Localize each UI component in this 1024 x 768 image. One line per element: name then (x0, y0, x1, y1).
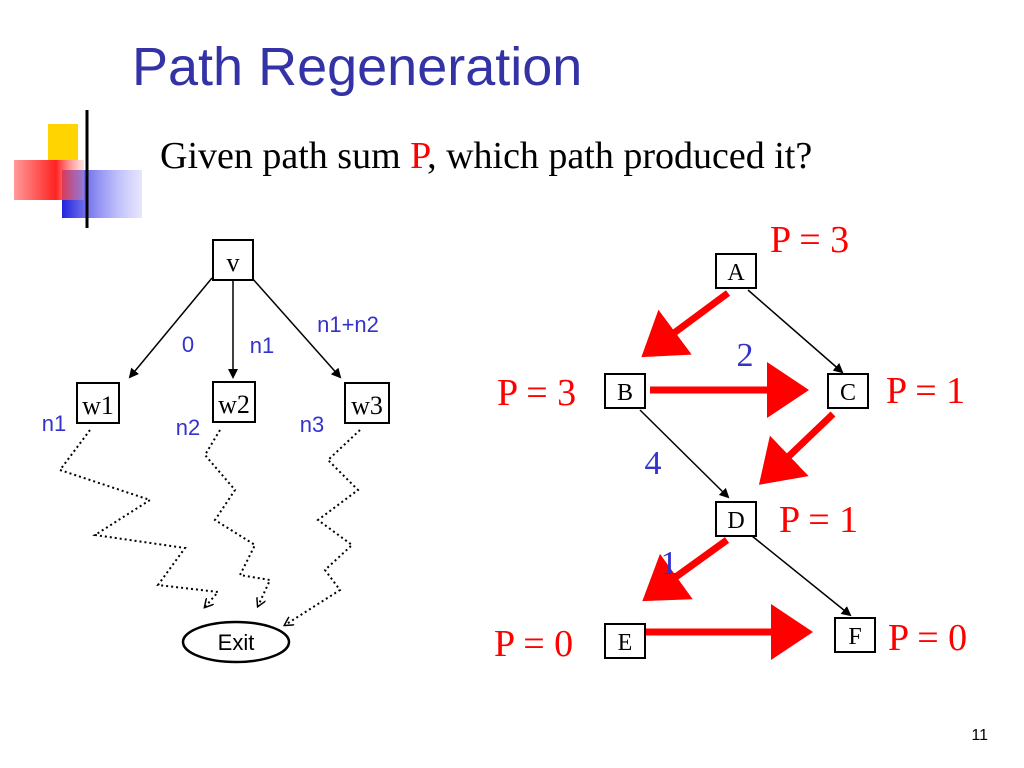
node-D-label: D (727, 508, 744, 534)
node-A-label: A (727, 260, 745, 286)
red-edge-D-E (642, 537, 730, 602)
exit-label: Exit (218, 630, 255, 655)
node-D-box (715, 501, 757, 537)
path-count-w2: n2 (176, 415, 200, 440)
node-C-box (827, 373, 869, 409)
edge-B-D (639, 409, 730, 499)
edge-label-B-C: 2 (737, 337, 754, 374)
edge-label-D-E: 1 (661, 545, 678, 582)
node-w2-box (212, 381, 256, 423)
node-B-label: B (617, 380, 633, 406)
dotted-path-w2 (203, 429, 272, 606)
subtitle-p: P (410, 135, 428, 177)
node-w3-box (344, 382, 390, 424)
p-value-A: P = 3 (770, 219, 849, 261)
dotted-path-w1 (58, 429, 220, 607)
node-E-label: E (618, 630, 633, 656)
node-v-label: v (227, 248, 240, 277)
edge-label-v-w1: 0 (182, 332, 194, 357)
subtitle-text-2: , which path produced it? (427, 135, 813, 177)
node-E-box (604, 623, 646, 659)
p-value-D: P = 1 (779, 499, 858, 541)
edge-D-F (751, 535, 852, 617)
node-w1-label: w1 (82, 391, 114, 420)
p-value-E: P = 0 (494, 623, 573, 665)
edge-v-w3 (251, 277, 342, 379)
yellow-square (48, 124, 78, 160)
edge-label-v-w3: n1+n2 (317, 312, 379, 337)
node-v-box (212, 239, 254, 281)
subtitle-text-1: Given path sum (160, 135, 411, 177)
node-F-label: F (848, 624, 861, 650)
path-count-w3: n3 (300, 412, 324, 437)
node-F-box (834, 617, 876, 653)
p-value-B: P = 3 (497, 372, 576, 414)
red-edge-A-B (641, 290, 731, 358)
slide-title: Path Regeneration (132, 37, 583, 97)
exit-node (181, 620, 291, 664)
node-w3-label: w3 (351, 391, 383, 420)
page-number: 11 (971, 727, 988, 744)
path-count-w1: n1 (42, 411, 66, 436)
node-B-box (604, 373, 646, 409)
dotted-path-w3 (285, 429, 361, 625)
red-edge-C-D (758, 411, 836, 485)
red-square (14, 160, 84, 200)
edge-label-v-w2: n1 (250, 333, 274, 358)
slide-subtitle: Given path sum P, which path produced it… (160, 134, 812, 178)
edge-A-C (747, 289, 844, 374)
p-value-F: P = 0 (888, 617, 967, 659)
node-w1-box (76, 382, 120, 424)
edge-v-w1 (128, 277, 213, 379)
node-w2-label: w2 (218, 390, 250, 419)
node-C-label: C (840, 380, 856, 406)
p-value-C: P = 1 (886, 370, 965, 412)
node-A-box (715, 253, 757, 289)
edge-label-B-D: 4 (645, 445, 662, 482)
